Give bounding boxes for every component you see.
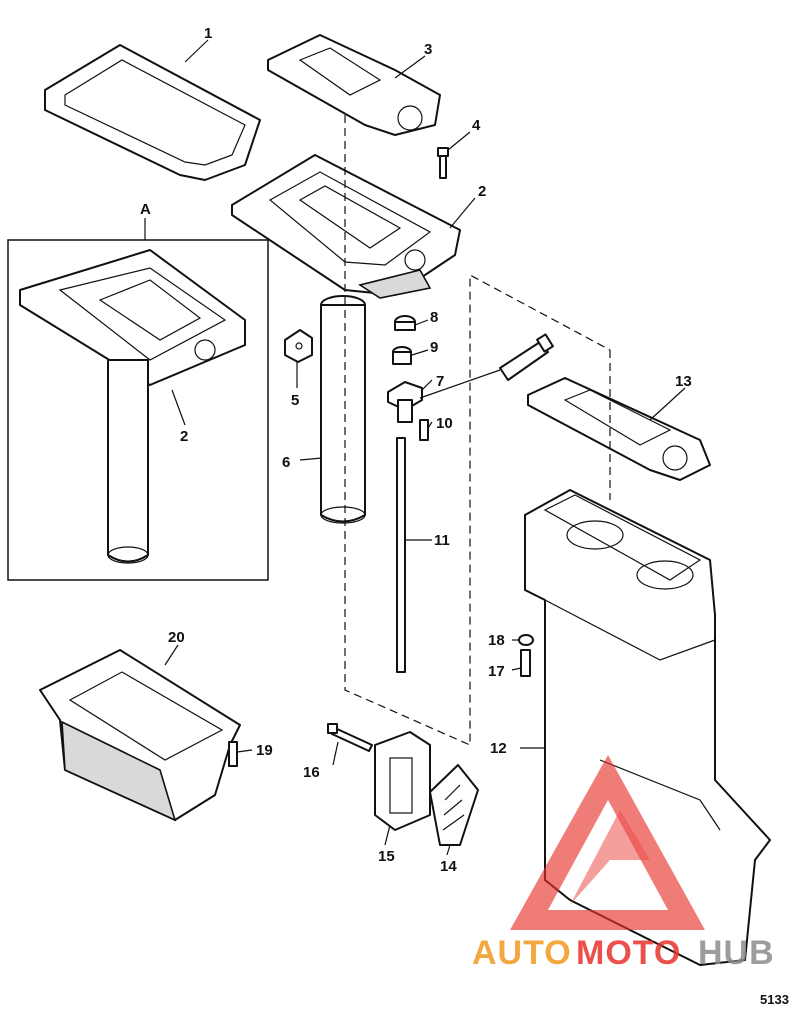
assembly-lines: [344, 115, 611, 746]
callout-13: 13: [675, 373, 692, 390]
part-13-gasket: [527, 377, 711, 481]
part-15-housing: [374, 731, 431, 831]
callout-8: 8: [430, 309, 438, 326]
callout-6: 6: [282, 454, 290, 471]
part-3-gasket: [267, 34, 441, 136]
callout-12: 12: [490, 740, 507, 757]
callout-1: 1: [204, 25, 212, 42]
part-9-bushing: [392, 346, 412, 365]
part-7-shaft-holder: [387, 381, 423, 423]
callout-5: 5: [291, 392, 299, 409]
detail-view-a: A: [7, 201, 269, 581]
part-17-bolt: [520, 649, 531, 677]
callout-2-upper: 2: [478, 183, 486, 200]
callout-9: 9: [430, 339, 438, 356]
callout-2-detail: 2: [180, 428, 188, 445]
part-11-shaft: [396, 437, 406, 673]
callout-7: 7: [436, 373, 444, 390]
callout-15: 15: [378, 848, 395, 865]
part-20-cover: [39, 649, 241, 822]
callouts: 1 2 3 4 2 5 6 7 8 9 10 11 12 13 14 15 16…: [168, 25, 692, 875]
watermark-logo: AUTO MOTO HUB: [472, 755, 775, 972]
part-4-bolt: [437, 147, 449, 179]
callout-14: 14: [440, 858, 457, 875]
part-1-seal: [44, 44, 261, 181]
reference-number: 5133: [760, 992, 789, 1007]
compound-tube-icon: [499, 333, 554, 381]
part-16-bolt: [327, 723, 373, 752]
watermark-triangle-icon: [510, 755, 705, 930]
part-2-adapter-plate: [231, 154, 461, 299]
callout-16: 16: [303, 764, 320, 781]
part-6-exhaust-tube: [320, 295, 366, 524]
callout-20: 20: [168, 629, 185, 646]
part-18-nut: [518, 634, 534, 646]
part-12-housing: [524, 489, 771, 966]
callout-11: 11: [434, 532, 450, 549]
callout-17: 17: [488, 663, 505, 680]
part-19-screw: [228, 741, 238, 767]
watermark-text-hub: HUB: [698, 934, 775, 972]
callout-3: 3: [424, 41, 432, 58]
watermark-text-moto: MOTO: [576, 934, 681, 972]
callout-19: 19: [256, 742, 273, 759]
part-5-bracket: [284, 329, 313, 363]
part-8-nut: [394, 315, 416, 331]
callout-10: 10: [436, 415, 453, 432]
watermark-text-auto: AUTO: [472, 934, 572, 972]
part-14-screen: [429, 764, 479, 846]
part-10-screw: [419, 419, 429, 441]
callout-18: 18: [488, 632, 505, 649]
leader-lines: [164, 39, 686, 856]
callout-4: 4: [472, 117, 481, 134]
detail-label-a: A: [140, 201, 151, 218]
